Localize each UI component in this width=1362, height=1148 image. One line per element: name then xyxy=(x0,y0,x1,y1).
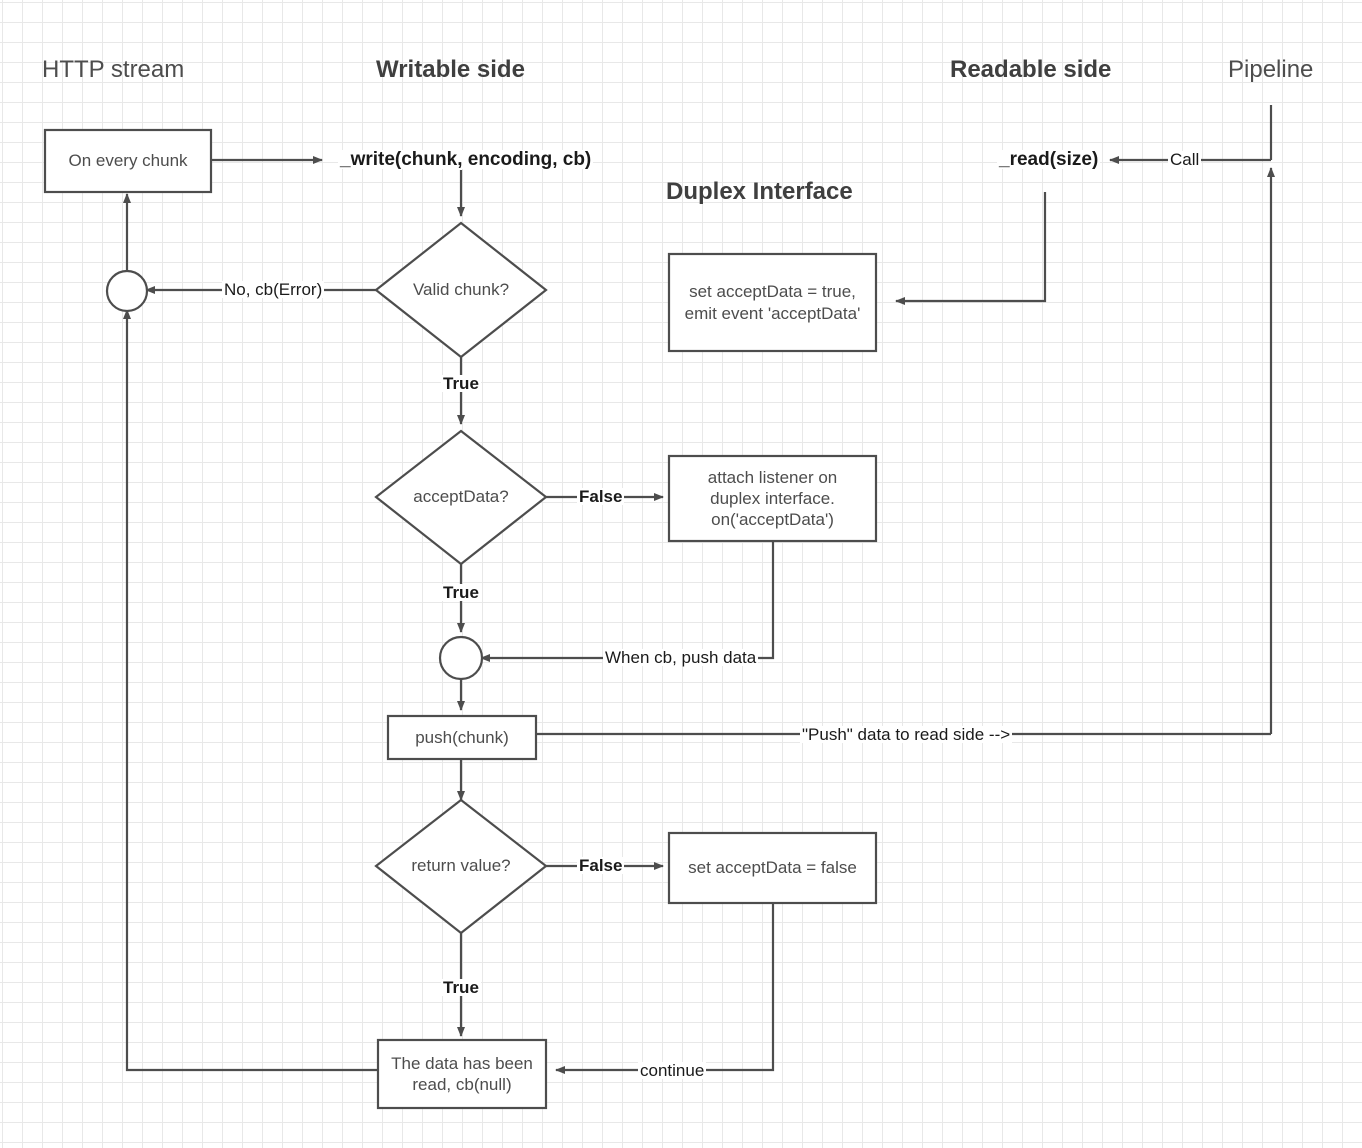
node-shapes-group xyxy=(43,128,878,1110)
node-data-read-cb[interactable] xyxy=(376,1038,548,1110)
edge-label-push-to-read-side: "Push" data to read side --> xyxy=(800,725,1013,744)
node-on-every-chunk[interactable] xyxy=(43,128,213,194)
edge-label-return-true: True xyxy=(441,978,481,997)
lane-title-readable-side: Readable side xyxy=(950,56,1112,83)
edge-data-read-to-merge xyxy=(123,309,378,1072)
lane-title-pipeline: Pipeline xyxy=(1228,56,1314,83)
edge-label-when-cb-push-data: When cb, push data xyxy=(603,648,759,667)
node-error-merge[interactable] xyxy=(105,269,149,313)
node-accept-data-check[interactable] xyxy=(374,429,548,566)
edge-label-no-cb-error: No, cb(Error) xyxy=(222,280,325,299)
edge-read-to-set-accept-true xyxy=(895,192,1047,305)
edge-label-accept-true: True xyxy=(441,583,481,602)
edge-continue-to-data-read xyxy=(555,903,775,1074)
node-set-accept-true[interactable] xyxy=(667,252,878,353)
node-attach-listener[interactable] xyxy=(667,454,878,543)
edge-group xyxy=(123,105,1275,1074)
node-push-merge[interactable] xyxy=(438,635,484,681)
node-return-value[interactable] xyxy=(374,798,548,935)
api-label-write: _write(chunk, encoding, cb) xyxy=(338,149,594,170)
lane-title-writable-side: Writable side xyxy=(376,56,525,83)
edge-label-accept-false: False xyxy=(577,487,625,506)
node-valid-chunk[interactable] xyxy=(374,221,548,359)
node-set-accept-false[interactable] xyxy=(667,831,878,905)
edge-label-valid-true: True xyxy=(441,374,481,393)
edge-label-call: Call xyxy=(1168,150,1202,169)
diagram-title: Duplex Interface xyxy=(666,178,853,205)
node-push-chunk[interactable] xyxy=(386,714,538,761)
edge-label-return-false: False xyxy=(577,856,625,875)
api-label-read: _read(size) xyxy=(997,149,1101,170)
edge-listener-to-push-merge xyxy=(480,541,775,662)
lane-title-http-stream: HTTP stream xyxy=(42,56,185,83)
edge-label-continue: continue xyxy=(638,1061,707,1080)
